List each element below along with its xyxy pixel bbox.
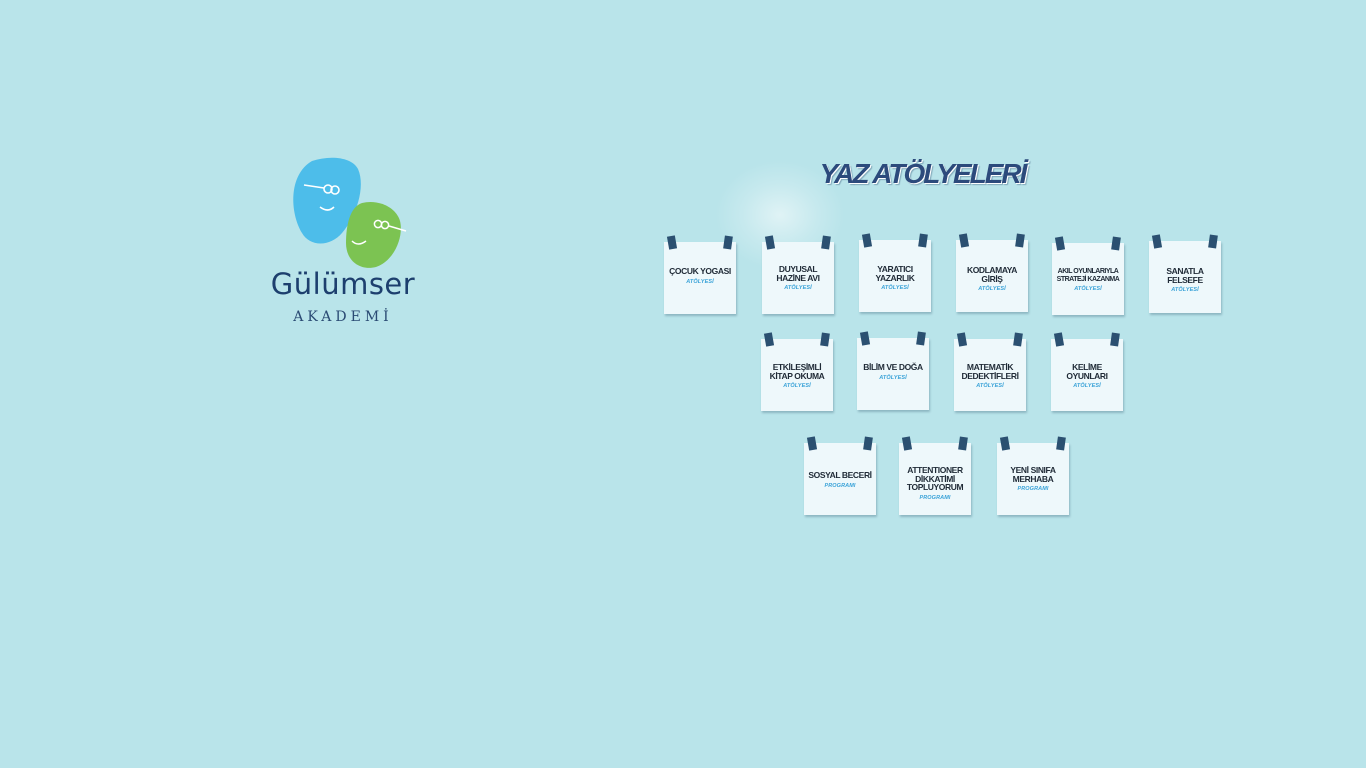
pin-icon (1013, 332, 1023, 347)
card-subtitle: ATÖLYESİ (978, 286, 1006, 292)
pin-icon (861, 233, 873, 248)
pin-icon (1110, 332, 1120, 347)
pin-icon (1015, 233, 1025, 248)
pin-icon (820, 332, 830, 347)
card-title: KODLAMAYA GİRİŞ (966, 265, 1018, 284)
workshop-card-etkilesimli-kitap-okuma[interactable]: ETKİLEŞİMLİ KİTAP OKUMA ATÖLYESİ (761, 332, 833, 411)
pin-icon (863, 436, 873, 451)
smiling-faces-icon (293, 157, 407, 268)
workshop-card-sanatla-felsefe[interactable]: SANATLA FELSEFE ATÖLYESİ (1149, 234, 1221, 313)
pin-icon (666, 235, 678, 250)
workshop-card-cocuk-yogasi[interactable]: ÇOCUK YOGASI ATÖLYESİ (664, 235, 736, 314)
card-subtitle: ATÖLYESİ (976, 383, 1004, 389)
card-subtitle: ATÖLYESİ (686, 278, 714, 285)
workshop-card-kelime-oyunlari[interactable]: KELİME OYUNLARI ATÖLYESİ (1051, 332, 1123, 411)
card-title: SOSYAL BECERİ (808, 470, 872, 480)
pin-icon (956, 332, 968, 347)
card-subtitle: ATÖLYESİ (879, 374, 907, 381)
workshop-card-yaratici-yazarlik[interactable]: YARATICI YAZARLIK ATÖLYESİ (859, 233, 931, 312)
card-title: BİLİM VE DOĞA (863, 362, 923, 372)
pin-icon (916, 331, 926, 346)
card-title: YENİ SINIFA MERHABA (1010, 465, 1056, 484)
card-title: KELİME OYUNLARI (1066, 362, 1108, 381)
card-subtitle: ATÖLYESİ (1171, 287, 1199, 293)
pin-icon (1054, 236, 1066, 251)
card-subtitle: PROGRAMI (824, 482, 856, 489)
pin-icon (859, 331, 871, 346)
card-subtitle: PROGRAMI (919, 494, 951, 501)
card-subtitle: ATÖLYESİ (784, 285, 812, 291)
workshop-card-sosyal-beceri[interactable]: SOSYAL BECERİ PROGRAMI (804, 436, 876, 515)
card-subtitle: ATÖLYESİ (881, 285, 909, 291)
workshop-card-attentioner[interactable]: ATTENTIONER DİKKATİMİ TOPLUYORUM PROGRAMI (899, 436, 971, 515)
brand-logo[interactable]: Gülümser AKADEMİ (262, 155, 422, 330)
pin-icon (958, 436, 968, 451)
pin-icon (958, 233, 970, 248)
card-title: AKIL OYUNLARIYLA STRATEJİ KAZANMA (1056, 268, 1120, 283)
workshop-card-bilim-ve-doga[interactable]: BİLİM VE DOĞA ATÖLYESİ (857, 331, 929, 410)
pin-icon (901, 436, 913, 451)
pin-icon (999, 436, 1011, 451)
workshop-card-duyusal-hazine-avi[interactable]: DUYUSAL HAZİNE AVI ATÖLYESİ (762, 235, 834, 314)
pin-icon (821, 235, 831, 250)
card-subtitle: ATÖLYESİ (783, 383, 811, 389)
pin-icon (1056, 436, 1066, 451)
pin-icon (1151, 234, 1163, 249)
card-subtitle: ATÖLYESİ (1073, 383, 1101, 389)
card-title: ÇOCUK YOGASI (669, 266, 731, 276)
workshop-card-yeni-sinifa-merhaba[interactable]: YENİ SINIFA MERHABA PROGRAMI (997, 436, 1069, 515)
card-title: DUYUSAL HAZİNE AVI (776, 264, 820, 283)
workshop-card-akil-oyunlariyla[interactable]: AKIL OYUNLARIYLA STRATEJİ KAZANMA ATÖLYES… (1052, 236, 1124, 315)
pin-icon (918, 233, 928, 248)
pin-icon (1208, 234, 1218, 249)
workshop-card-matematik-dedektifleri[interactable]: MATEMATİK DEDEKTİFLERİ ATÖLYESİ (954, 332, 1026, 411)
page-title: YAZ ATÖLYELERİ (819, 158, 1028, 189)
pin-icon (806, 436, 818, 451)
card-subtitle: PROGRAMI (1017, 486, 1049, 492)
card-title: ATTENTIONER DİKKATİMİ TOPLUYORUM (906, 465, 964, 492)
brand-subtitle: AKADEMİ (293, 309, 393, 325)
card-title: SANATLA FELSEFE (1166, 266, 1204, 285)
pin-icon (1053, 332, 1065, 347)
pin-icon (1111, 236, 1121, 251)
card-title: MATEMATİK DEDEKTİFLERİ (961, 362, 1019, 381)
workshop-card-kodlamaya-giris[interactable]: KODLAMAYA GİRİŞ ATÖLYESİ (956, 233, 1028, 312)
pin-icon (723, 235, 733, 250)
brand-name: Gülümser (270, 267, 416, 301)
card-subtitle: ATÖLYESİ (1074, 286, 1102, 292)
card-title: ETKİLEŞİMLİ KİTAP OKUMA (769, 362, 825, 381)
pin-icon (763, 332, 775, 347)
card-title: YARATICI YAZARLIK (875, 264, 915, 283)
